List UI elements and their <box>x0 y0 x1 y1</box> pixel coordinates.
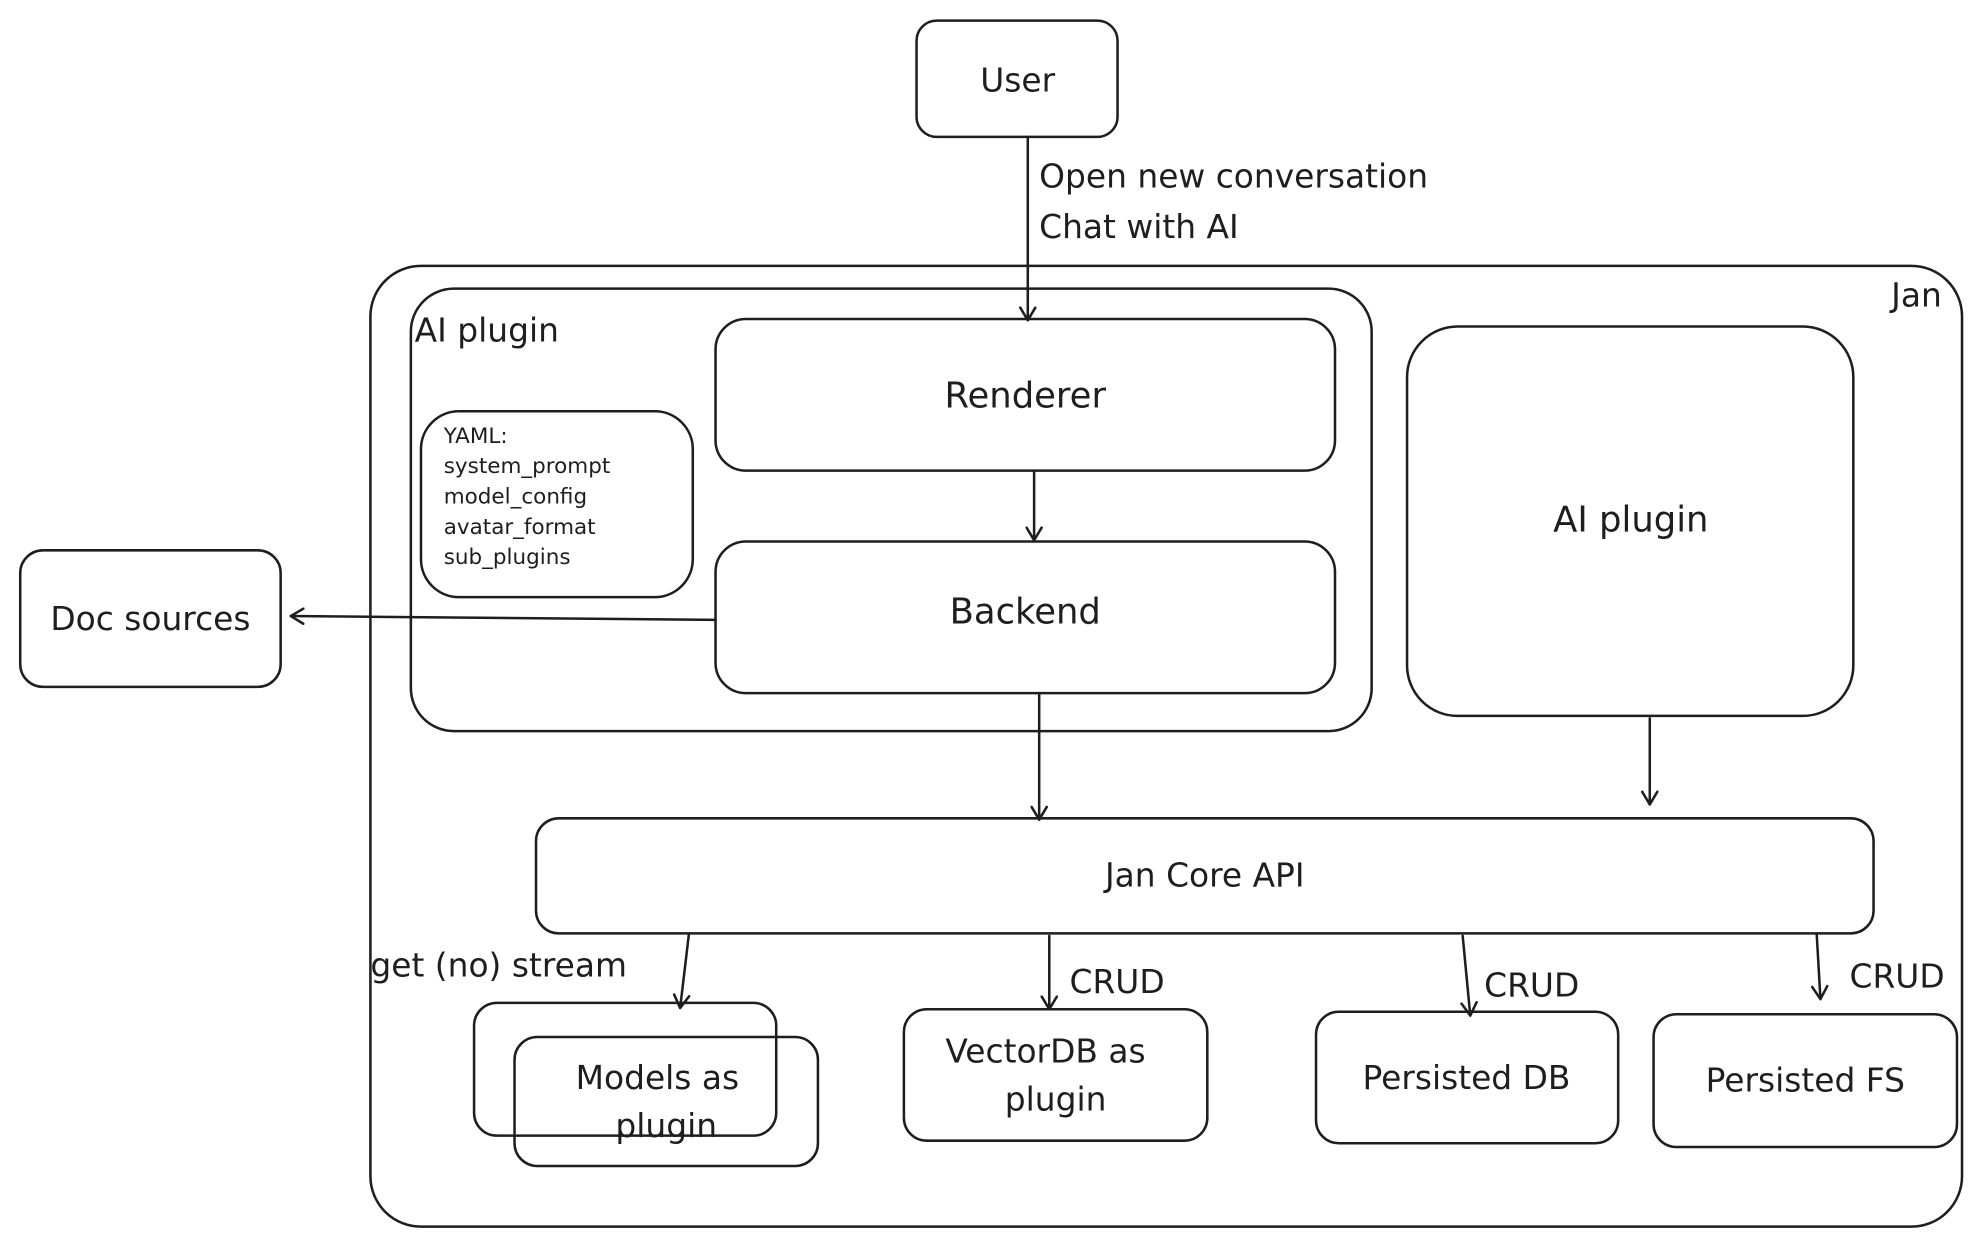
ai-plugin-container: AI plugin <box>409 287 1373 733</box>
jan-label: Jan <box>1889 275 1942 314</box>
edge-label-open-conversation: Open new conversation <box>1039 156 1428 195</box>
edge-label-crud-db: CRUD <box>1484 966 1579 1005</box>
renderer-label: Renderer <box>945 375 1107 416</box>
edge-label-crud-fs: CRUD <box>1850 957 1945 996</box>
models-node: Models as plugin <box>472 1001 820 1168</box>
vectordb-label: plugin <box>1005 1079 1107 1118</box>
backend-label: Backend <box>950 592 1101 633</box>
persisted-db-label: Persisted DB <box>1362 1058 1570 1097</box>
arrow-to-persisted-fs <box>1810 932 1829 1001</box>
persisted-fs-node: Persisted FS <box>1652 1013 1959 1149</box>
persisted-db-node: Persisted DB <box>1314 1010 1620 1145</box>
ai-plugin-right-node: AI plugin <box>1405 325 1855 718</box>
yaml-line: avatar_format <box>444 515 596 540</box>
arrow-to-persisted-db <box>1460 934 1478 1017</box>
arrow-backend-to-doc-sources <box>289 607 717 626</box>
edge-label-stream: get (no) stream <box>370 945 627 984</box>
yaml-line: system_prompt <box>444 454 611 479</box>
ai-plugin-container-label: AI plugin <box>415 311 559 350</box>
models-label: plugin <box>615 1106 717 1145</box>
user-label: User <box>980 60 1055 99</box>
arrow-to-models <box>672 932 691 1010</box>
vectordb-label: VectorDB as <box>945 1031 1145 1070</box>
renderer-node: Renderer <box>714 317 1337 472</box>
backend-node: Backend <box>714 540 1337 695</box>
yaml-config-node: YAML: system_prompt model_config avatar_… <box>419 409 695 599</box>
yaml-line: sub_plugins <box>444 545 571 570</box>
yaml-line: model_config <box>444 485 587 510</box>
jan-container: Jan <box>369 264 1964 1228</box>
models-label: Models as <box>576 1058 739 1097</box>
doc-sources-node: Doc sources <box>18 549 282 689</box>
edge-label-chat: Chat with AI <box>1039 207 1239 246</box>
core-api-label: Jan Core API <box>1103 856 1305 895</box>
persisted-fs-label: Persisted FS <box>1706 1060 1905 1099</box>
yaml-line: YAML: <box>443 424 508 449</box>
jan-core-api-node: Jan Core API <box>534 817 1875 935</box>
ai-plugin-right-label: AI plugin <box>1553 499 1708 540</box>
vectordb-node: VectorDB as plugin <box>902 1007 1209 1142</box>
doc-sources-label: Doc sources <box>50 599 250 638</box>
user-node: User <box>915 19 1119 139</box>
edge-label-crud-vectordb: CRUD <box>1070 962 1165 1001</box>
